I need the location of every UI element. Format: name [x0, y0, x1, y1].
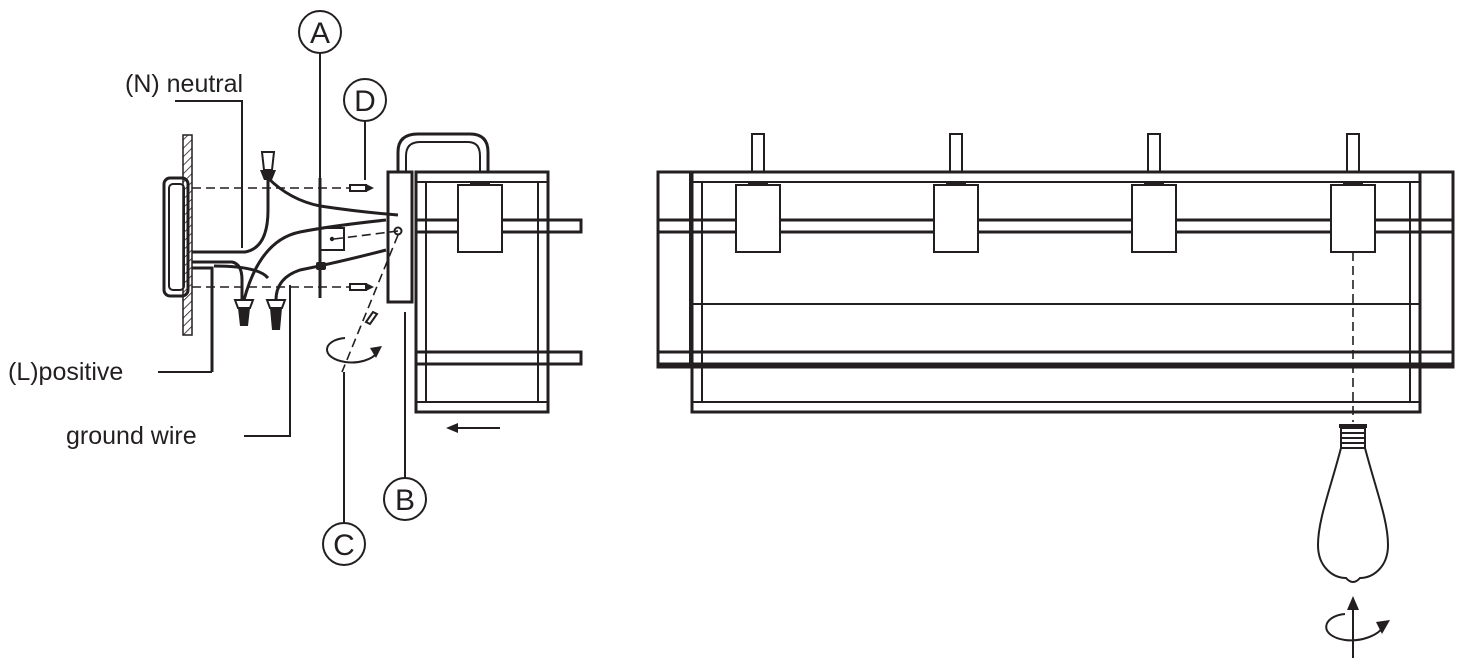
positive-label-group: (L)positive: [8, 358, 212, 386]
wire-nut-bottom-left: [233, 299, 255, 326]
rotate-arrow-icon: [326, 337, 382, 364]
socket-3: [1131, 133, 1177, 253]
side-view: [162, 132, 583, 433]
wire-nut-top: [260, 151, 276, 180]
callout-a: A: [298, 10, 342, 178]
ground-wire-label: ground wire: [66, 422, 197, 450]
slide-arrow-icon: [446, 423, 500, 433]
callout-c: C: [322, 372, 366, 566]
wall-mounting-plate: [162, 176, 190, 298]
shade-frame-front: [656, 170, 1455, 414]
front-view: [656, 133, 1455, 658]
ground-connector: [316, 262, 326, 270]
socket-4: [1330, 133, 1376, 253]
edison-bulb: [1316, 424, 1390, 583]
decorative-screw: [364, 310, 379, 326]
callout-d: D: [343, 78, 387, 180]
ground-screw-bracket: [319, 227, 345, 251]
ground-label-group: ground wire: [66, 285, 291, 450]
callout-b: B: [383, 312, 427, 521]
shade-frame-side: [414, 170, 583, 414]
mounting-screw-bottom: [349, 283, 374, 291]
rotate-bulb-icon: [1325, 596, 1390, 658]
fixture-handle: [396, 132, 490, 172]
socket-2: [933, 133, 979, 253]
socket-side: [457, 182, 503, 253]
positive-label: (L)positive: [8, 358, 123, 386]
neutral-label: (N) neutral: [125, 70, 243, 98]
callout-a-letter: A: [310, 17, 330, 50]
wire-nut-bottom-right: [265, 299, 287, 330]
mounting-screw-top: [349, 184, 374, 192]
callout-b-letter: B: [395, 484, 415, 517]
socket-1: [735, 133, 781, 253]
callout-c-letter: C: [333, 529, 355, 562]
fixture-wires: [242, 176, 399, 301]
fixture-backplate: [386, 170, 414, 304]
house-wires: [192, 180, 270, 372]
callout-d-letter: D: [354, 85, 376, 118]
neutral-label-group: (N) neutral: [125, 70, 243, 248]
